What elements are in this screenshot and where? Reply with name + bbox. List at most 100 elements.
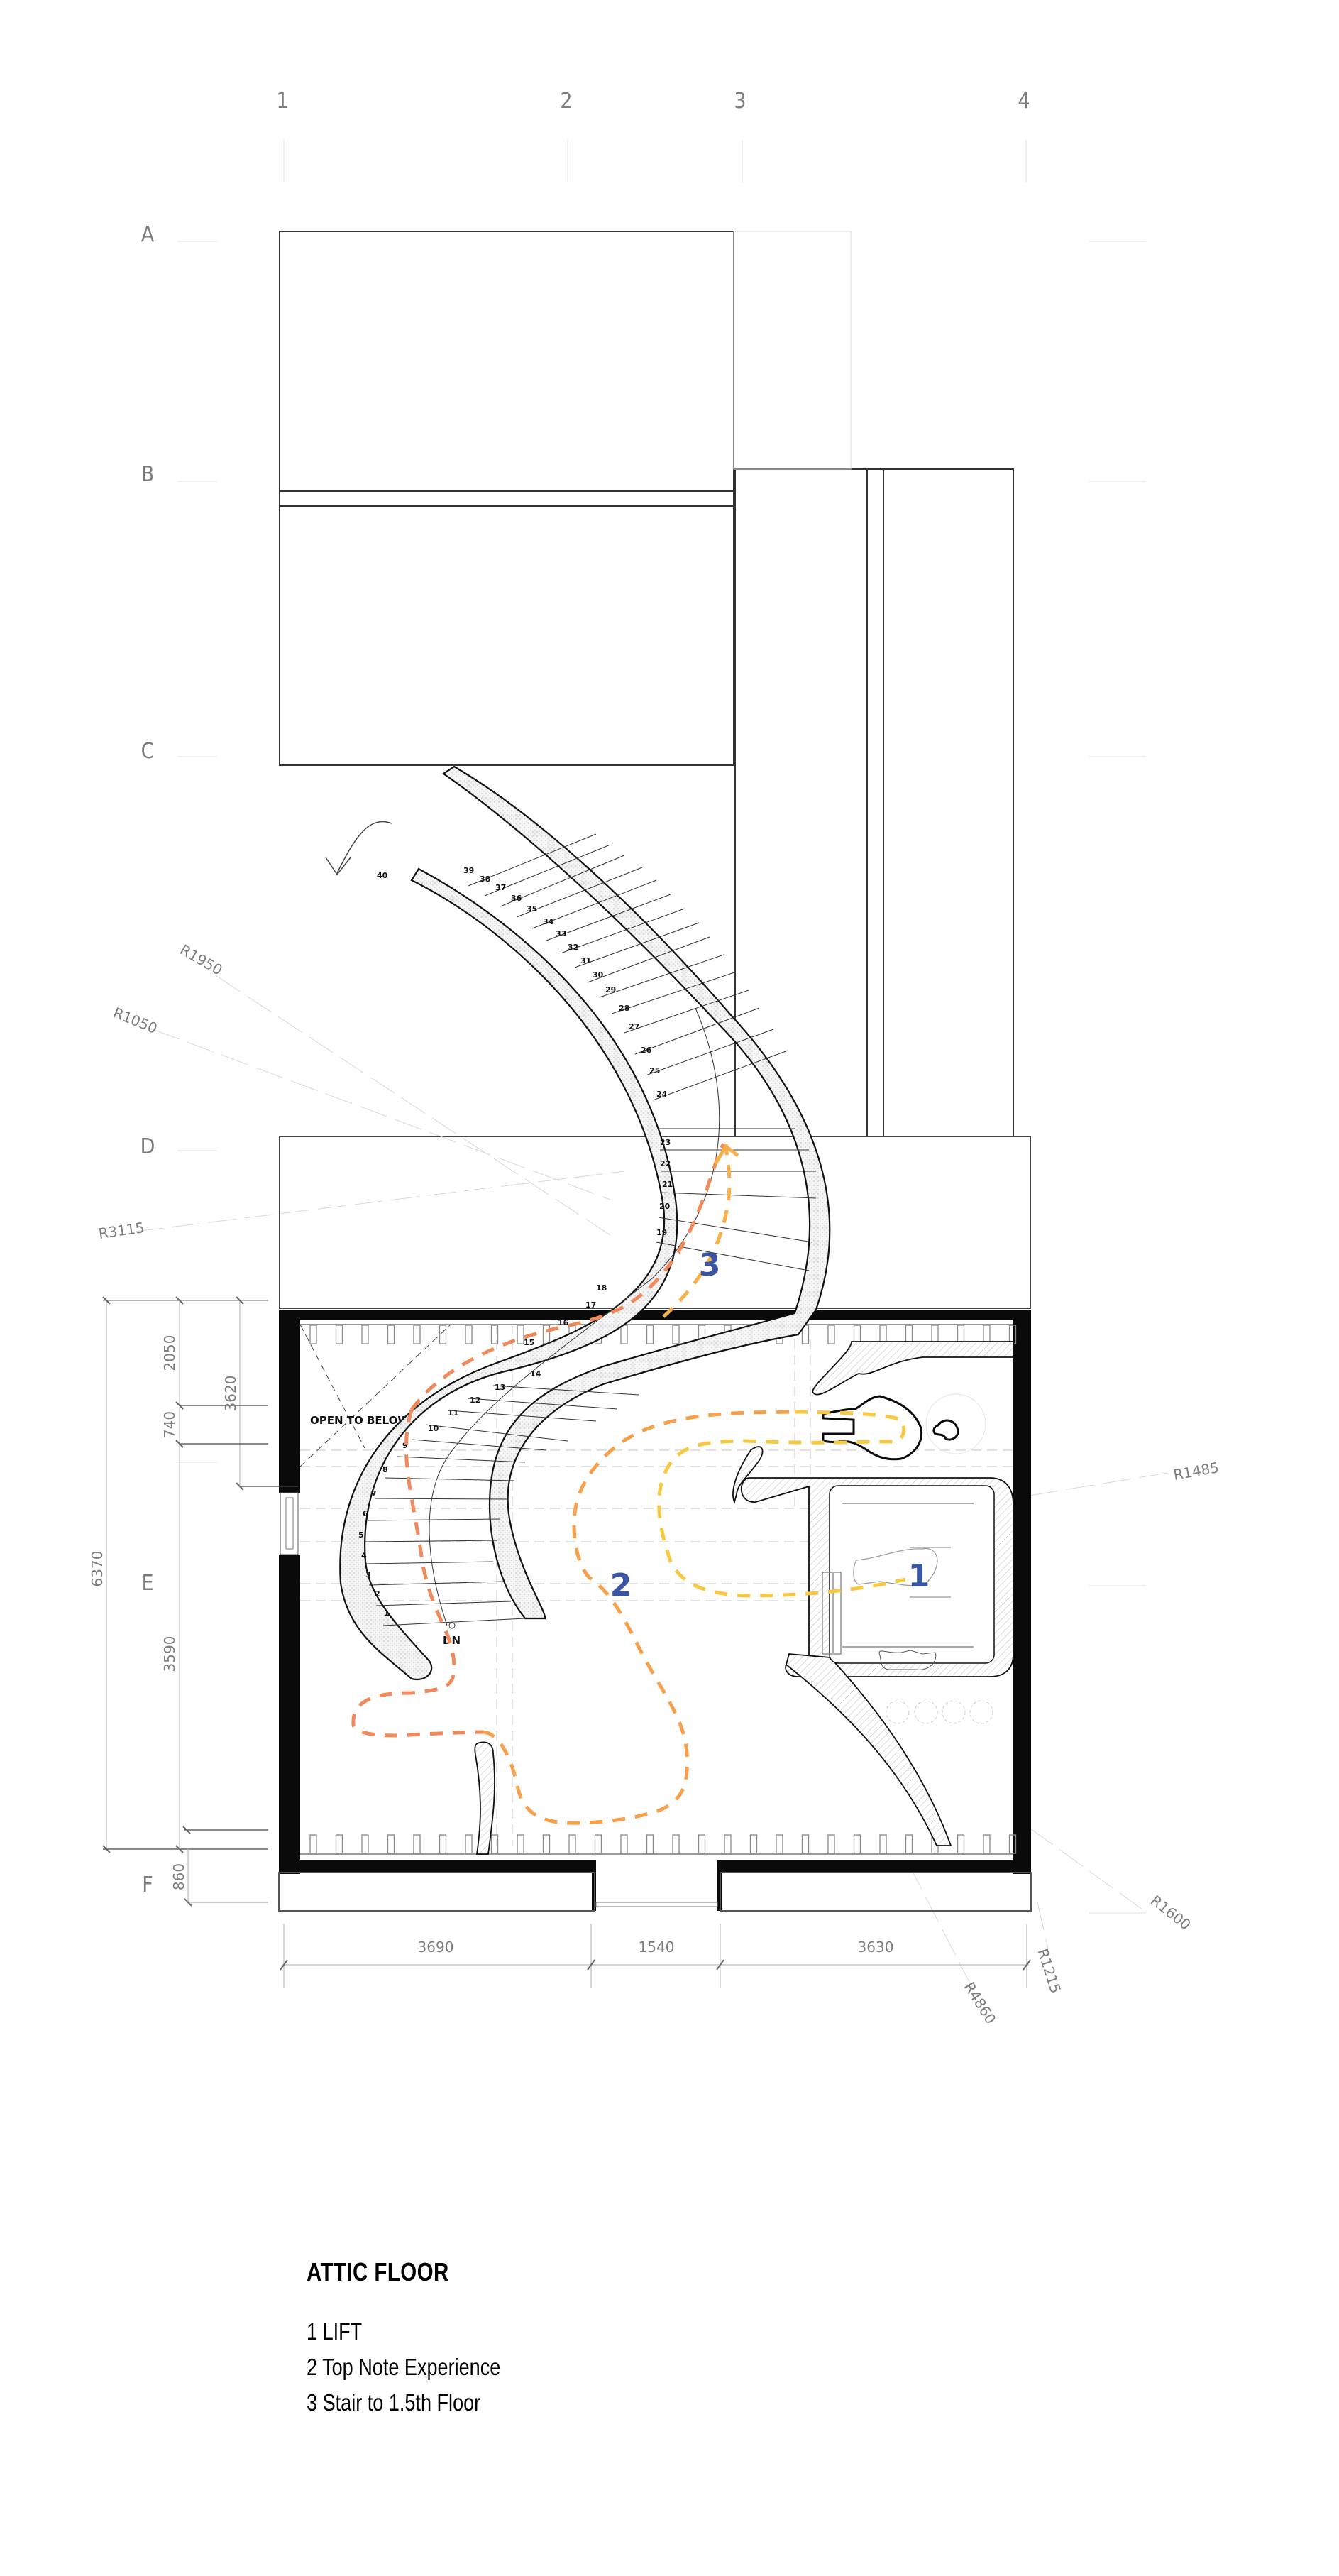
rafter xyxy=(439,1325,447,1344)
rafter xyxy=(517,1834,524,1854)
rafter xyxy=(776,1834,783,1854)
grid-col-label: 4 xyxy=(1018,89,1030,114)
path-stair-route xyxy=(409,1143,725,1411)
stair-step-number: 40 xyxy=(377,871,388,880)
stair-tread xyxy=(574,922,700,968)
grid-col-label: 2 xyxy=(560,89,572,114)
rafter xyxy=(542,1325,551,1344)
rafter xyxy=(387,1325,395,1344)
stair-step-number: 17 xyxy=(585,1300,596,1310)
stair-step-number: 37 xyxy=(495,883,506,892)
rafter xyxy=(517,1325,524,1344)
down-label: DN xyxy=(443,1634,461,1647)
rafter xyxy=(309,1834,317,1854)
rafter xyxy=(698,1834,706,1854)
open-to-below-label: OPEN TO BELOW xyxy=(310,1414,409,1427)
rafter xyxy=(361,1325,369,1344)
rafter xyxy=(335,1325,343,1344)
stair-step-number: 24 xyxy=(656,1090,668,1099)
rafter xyxy=(465,1325,473,1344)
stair-step-number: 15 xyxy=(524,1338,534,1347)
vertical-dimension-labels: 6370 2050 740 3590 3620 860 xyxy=(89,1335,239,1891)
stair-tread xyxy=(645,1029,774,1076)
dimension-ticks xyxy=(102,1296,244,1907)
stair-arrow-icon xyxy=(325,821,392,876)
lift-door-frame xyxy=(822,1503,974,1655)
dimension-label: 740 xyxy=(161,1411,178,1438)
stair-treads xyxy=(364,833,817,1626)
stair-tread xyxy=(587,936,710,983)
stair-tread xyxy=(652,1050,788,1101)
space-tag-stair: 3 xyxy=(699,1247,721,1283)
rafter xyxy=(827,1325,835,1344)
legend-label: Stair to 1.5th Floor xyxy=(322,2389,481,2416)
space-tag-top-note-experience: 2 xyxy=(610,1567,632,1604)
path-experience-loop xyxy=(482,1410,795,1825)
legend-number: 1 xyxy=(307,2318,318,2345)
stair-up-arrow xyxy=(662,1144,739,1318)
horizontal-dimensions xyxy=(282,1924,1029,1988)
stair-tread xyxy=(492,1385,639,1396)
rafter xyxy=(568,1834,576,1854)
rafter xyxy=(749,1834,758,1854)
legend-label: LIFT xyxy=(322,2318,363,2345)
stair-step-number: 11 xyxy=(448,1408,458,1418)
stair-step-number: 23 xyxy=(660,1138,671,1147)
stair-step-number: 28 xyxy=(619,1004,629,1013)
legend-item: 3 Stair to 1.5th Floor xyxy=(307,2385,500,2421)
rafter xyxy=(724,1834,732,1854)
stair-tread xyxy=(448,1410,597,1422)
upper-building-blocks xyxy=(279,231,1031,1309)
stair-step-number: 12 xyxy=(470,1396,480,1405)
rafter xyxy=(620,1834,628,1854)
stair-step-number: 32 xyxy=(568,943,578,952)
stair-step-number: 9 xyxy=(402,1441,408,1450)
rafter xyxy=(827,1834,835,1854)
stair-step-number: 35 xyxy=(527,904,537,914)
stair-tread xyxy=(611,972,735,1014)
rafter xyxy=(465,1834,473,1854)
path-stair-route-lower xyxy=(351,1409,483,1738)
rafter xyxy=(413,1325,421,1344)
row-grid: A B C D E F xyxy=(140,222,1146,1914)
rafter xyxy=(879,1834,887,1854)
stair-step-number: 2 xyxy=(375,1589,380,1599)
rafter xyxy=(672,1325,680,1344)
stair-walkline xyxy=(429,1007,720,1626)
rafter xyxy=(1008,1834,1017,1854)
stair-step-number: 3 xyxy=(365,1570,371,1579)
wheelchair-user-icon xyxy=(853,1547,951,1598)
stair-tread xyxy=(375,1601,512,1606)
space-tag-lift: 1 xyxy=(908,1558,930,1594)
dimension-label: 2050 xyxy=(161,1335,178,1371)
dimension-label: 6370 xyxy=(89,1551,106,1587)
rafter xyxy=(672,1834,680,1854)
stair-step-number: 6 xyxy=(363,1509,368,1518)
dimension-label: 1540 xyxy=(639,1939,675,1956)
stair-tread xyxy=(599,954,724,998)
stair-step-number: 26 xyxy=(641,1046,652,1055)
legend-label: Top Note Experience xyxy=(322,2354,501,2380)
rafter xyxy=(983,1834,991,1854)
turning-circle xyxy=(925,1393,986,1454)
stair-tread xyxy=(374,1498,508,1500)
stair-step-number: 34 xyxy=(543,917,554,926)
stair-tread xyxy=(367,1518,501,1521)
stair-step-number: 38 xyxy=(480,875,490,884)
stair-stringers xyxy=(339,765,831,1681)
radius-label: R1600 xyxy=(1147,1892,1194,1934)
stair-step-number: 19 xyxy=(656,1228,667,1237)
rafter xyxy=(387,1834,395,1854)
stair-tread xyxy=(634,1007,760,1055)
grid-row-label: C xyxy=(141,739,155,764)
drawing-title: ATTIC FLOOR xyxy=(307,2257,449,2286)
stair-tread xyxy=(411,1439,547,1451)
stair-step-numbers: 1234567891011121314151617181920212223242… xyxy=(358,866,673,1618)
stair-step-number: 25 xyxy=(649,1066,660,1075)
column-grid: 1 2 3 4 xyxy=(276,89,1030,182)
bench-icon xyxy=(878,1650,937,1670)
rafter xyxy=(490,1325,499,1344)
dimension-label: 860 xyxy=(170,1863,187,1890)
stair-step-number: 4 xyxy=(361,1551,367,1560)
